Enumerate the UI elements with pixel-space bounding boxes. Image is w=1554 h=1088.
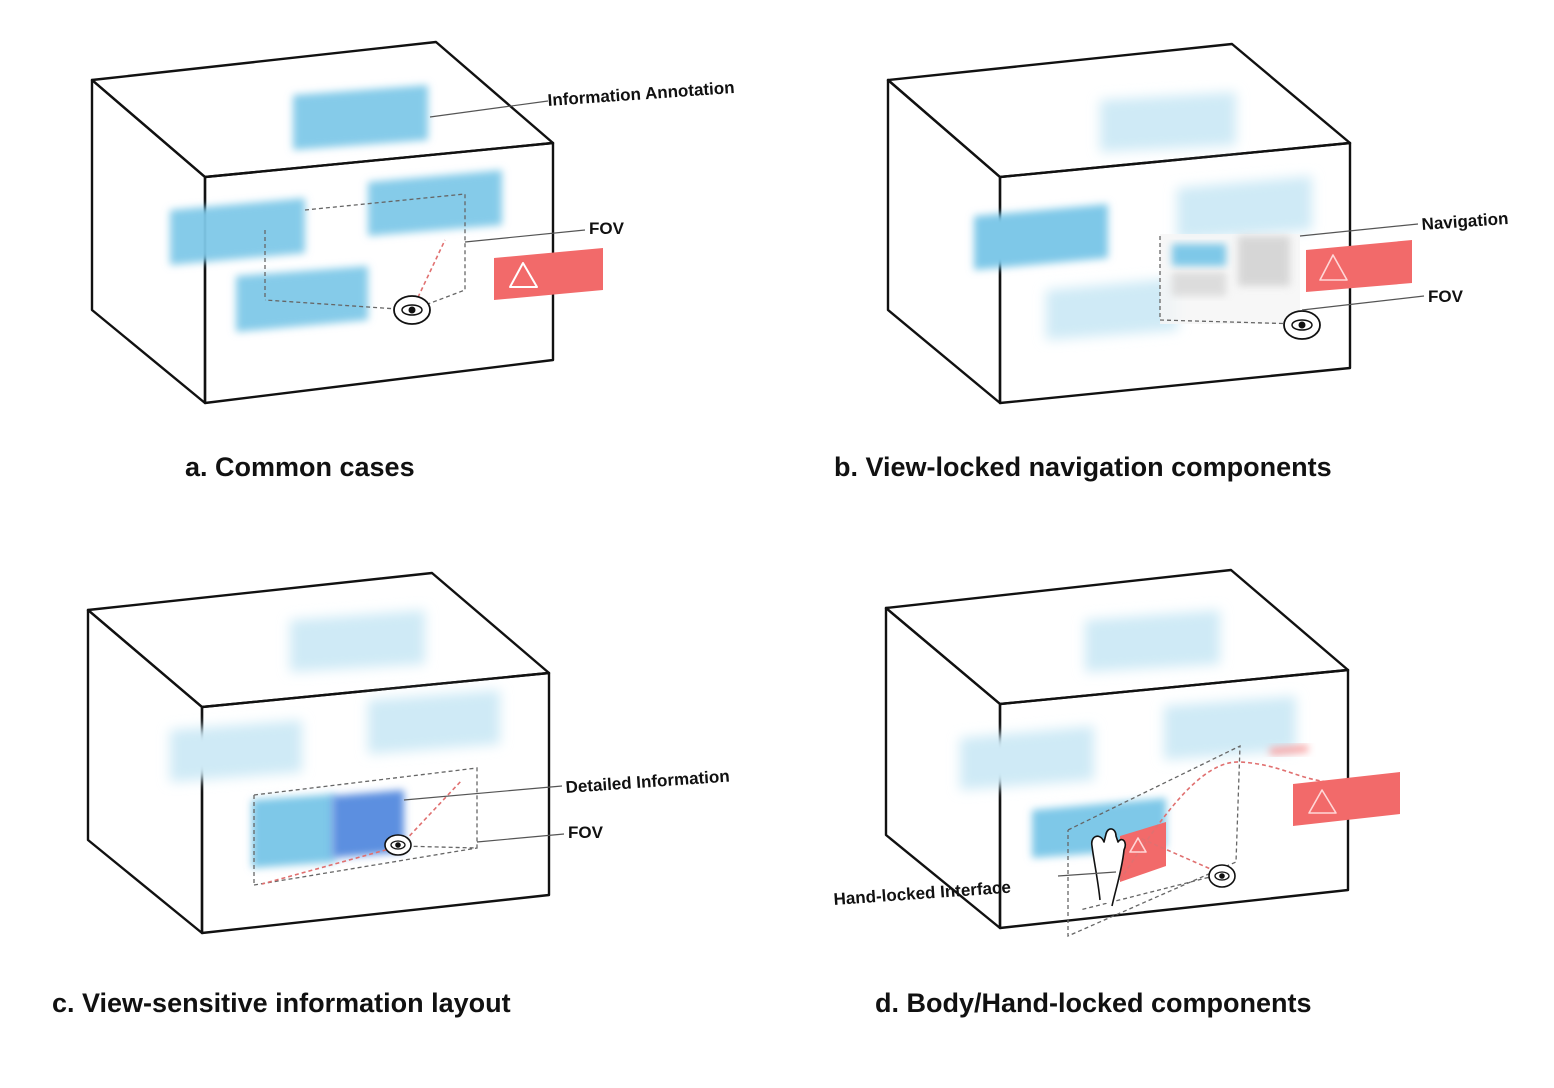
- info-panel: [170, 198, 305, 265]
- warning-triangle-icon: [509, 262, 538, 288]
- warning-triangle-icon: [1129, 837, 1147, 853]
- info-panels-d: [960, 610, 1296, 790]
- eye-icon: [1283, 310, 1321, 340]
- eye-icon: [393, 295, 431, 325]
- info-panel: [368, 690, 500, 754]
- hand-locked-panels-d: [1032, 745, 1308, 882]
- info-panel: [236, 266, 368, 332]
- caption-b: b. View-locked navigation components: [834, 452, 1332, 482]
- warning-panel-a: [494, 248, 603, 300]
- room-box-a: [90, 40, 555, 405]
- info-panel: [1085, 610, 1220, 672]
- info-panel: [293, 85, 428, 150]
- panel-a: Information Annotation FOV a. Common cas…: [90, 40, 735, 482]
- warning-triangle-icon: [1319, 254, 1348, 281]
- detail-panels-c: [252, 790, 404, 868]
- leader-line: [429, 100, 549, 118]
- leader-line: [476, 833, 565, 843]
- leader-line: [464, 229, 586, 243]
- label-detailed-information: Detailed Information: [565, 767, 730, 797]
- label-fov-a: FOV: [589, 219, 625, 238]
- label-information-annotation: Information Annotation: [547, 78, 735, 110]
- navigation-overlay-b: [1159, 234, 1301, 325]
- panel-d: Hand-locked Interface d. Body/Hand-locke…: [833, 568, 1400, 1018]
- fov-cone-a: [264, 193, 466, 311]
- panel-b: Navigation FOV b. View-locked navigation…: [834, 42, 1509, 482]
- room-box-c: [86, 571, 551, 935]
- label-fov-c: FOV: [568, 823, 604, 842]
- eye-icon: [1208, 864, 1236, 888]
- info-panel: [290, 610, 425, 672]
- info-panel: [170, 720, 302, 782]
- info-panels-a: [170, 85, 502, 332]
- label-navigation: Navigation: [1421, 209, 1509, 234]
- label-fov-b: FOV: [1428, 287, 1464, 306]
- info-panels-c: [170, 610, 500, 782]
- warning-panel-b: [1306, 240, 1412, 292]
- info-panel: [1046, 278, 1178, 340]
- leader-line: [1057, 871, 1117, 877]
- caption-c: c. View-sensitive information layout: [52, 988, 511, 1018]
- warning-triangle-icon: [1308, 789, 1337, 814]
- label-hand-locked-interface: Hand-locked Interface: [833, 878, 1012, 909]
- info-panel: [974, 204, 1108, 270]
- leader-line: [403, 785, 563, 801]
- info-panel: [1164, 696, 1296, 760]
- panel-c: Detailed Information FOV c. View-sensiti…: [52, 571, 730, 1018]
- fov-cone-c: [253, 767, 478, 886]
- leader-line: [1299, 223, 1419, 237]
- caption-a: a. Common cases: [185, 452, 415, 482]
- info-panels-b: [974, 92, 1312, 340]
- info-panel: [1100, 92, 1236, 152]
- info-panel: [960, 726, 1094, 790]
- fov-cone-d: [1067, 744, 1331, 937]
- leader-line: [1301, 295, 1425, 311]
- info-panel: [368, 170, 502, 236]
- warning-panel-d: [1293, 772, 1400, 826]
- caption-d: d. Body/Hand-locked components: [875, 988, 1312, 1018]
- info-panel: [1177, 176, 1312, 240]
- hand-icon: [1090, 828, 1127, 907]
- room-box-b: [886, 42, 1352, 405]
- info-panel: [252, 794, 335, 868]
- room-box-d: [884, 568, 1350, 930]
- eye-icon: [384, 834, 412, 856]
